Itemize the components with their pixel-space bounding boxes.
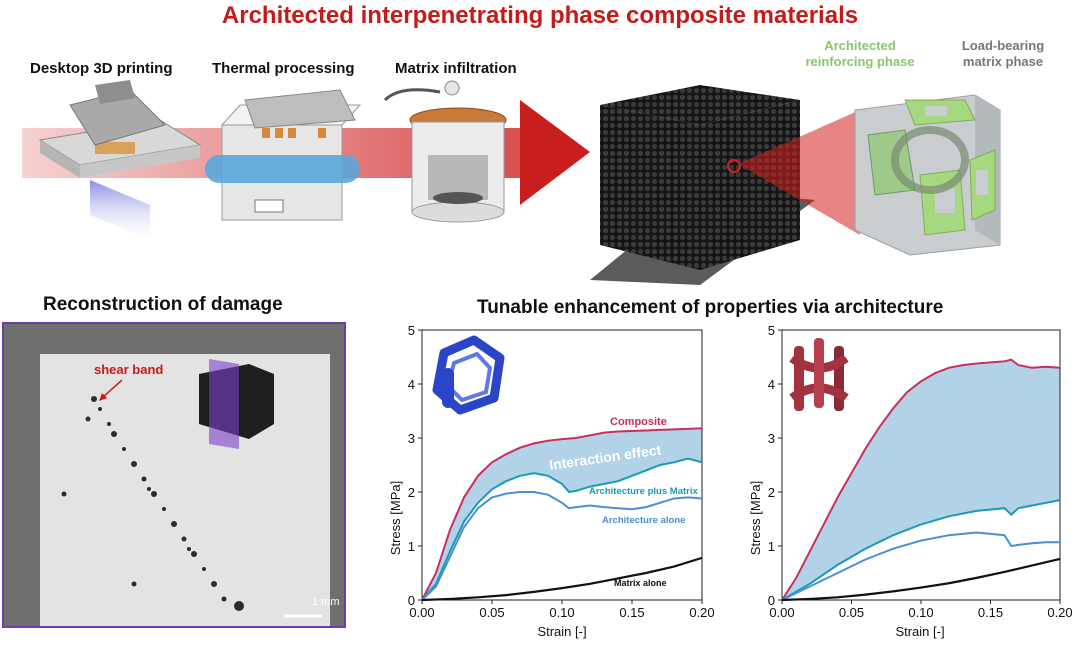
x-tick-label: 0.10 [908, 605, 933, 620]
step-label-matrix-infiltration: Matrix infiltration [395, 60, 517, 77]
legend-label-architecture-plus-matrix: Architecture plus Matrix [589, 486, 698, 497]
scale-bar-label: 1 mm [312, 596, 340, 608]
y-tick-label: 0 [408, 593, 415, 608]
y-tick-label: 5 [408, 323, 415, 338]
properties-section-title: Tunable enhancement of properties via ar… [477, 297, 944, 318]
y-tick-label: 5 [768, 323, 775, 338]
tick-labels: 0 1 2 3 4 5 0.00 0.05 0.10 0.15 0.20 [768, 323, 1073, 620]
process-arrow [520, 100, 590, 205]
lattice-cube [590, 85, 860, 285]
x-tick-label: 0.05 [839, 605, 864, 620]
y-tick-label: 4 [408, 377, 415, 392]
x-tick-label: 0.20 [689, 605, 714, 620]
main-title: Architected interpenetrating phase compo… [221, 2, 859, 29]
tick-labels: 0 1 2 3 4 5 0.00 0.05 0.10 0.15 0.20 [408, 323, 715, 620]
x-tick-label: 0.05 [479, 605, 504, 620]
interaction-effect-area [422, 428, 702, 600]
matrix-alone-line [781, 557, 1061, 602]
legend-label-architecture-alone: Architecture alone [602, 515, 685, 526]
printer-icon [38, 80, 202, 240]
y-tick-label: 2 [768, 485, 775, 500]
architecture-alone-line [421, 491, 703, 601]
chart-1-xlabel: Strain [-] [537, 624, 586, 639]
plot-axes [418, 329, 703, 604]
x-tick-label: 0.20 [1047, 605, 1072, 620]
process-illustration [22, 80, 1001, 285]
composite-line [421, 427, 703, 601]
chart-2-xlabel: Strain [-] [895, 624, 944, 639]
y-tick-label: 3 [768, 431, 775, 446]
ct-image [4, 324, 344, 626]
legend-label-composite: Composite [610, 416, 667, 428]
shear-band-arrow [99, 379, 123, 401]
damage-section-title: Reconstruction of damage [43, 294, 283, 315]
ct-reconstruction-panel [2, 322, 346, 628]
composite-line [781, 358, 1061, 601]
chart-2-ylabel: Stress [MPa] [748, 481, 763, 555]
x-tick-label: 0.10 [549, 605, 574, 620]
furnace-icon [205, 89, 362, 221]
x-tick-label: 0.15 [978, 605, 1003, 620]
label-reinforcing-phase: Architected reinforcing phase [805, 38, 915, 69]
shear-band-label: shear band [94, 362, 164, 377]
step-label-3d-printing: Desktop 3D printing [30, 60, 173, 77]
y-tick-label: 2 [408, 485, 415, 500]
interaction-effect-area [782, 359, 1060, 600]
y-tick-label: 0 [768, 593, 775, 608]
infiltration-vessel-icon [383, 80, 507, 223]
matrix-alone-line [421, 556, 703, 602]
plot-axes [778, 329, 1061, 604]
lattice-icon-red [789, 338, 849, 411]
label-matrix-phase: Load-bearing matrix phase [961, 38, 1045, 69]
architecture-plus-matrix-line [781, 499, 1061, 601]
damage-cracks [61, 396, 244, 611]
lattice-icon-blue [432, 335, 505, 415]
x-tick-label: 0.00 [409, 605, 434, 620]
chart-1-ylabel: Stress [MPa] [388, 481, 403, 555]
series-lines [421, 427, 703, 602]
y-tick-label: 3 [408, 431, 415, 446]
series-lines [781, 358, 1061, 602]
unit-cell [854, 94, 1001, 256]
y-tick-label: 1 [408, 539, 415, 554]
y-tick-label: 4 [768, 377, 775, 392]
architecture-alone-line [781, 531, 1060, 601]
step-label-thermal-processing: Thermal processing [212, 60, 355, 77]
y-tick-label: 1 [768, 539, 775, 554]
x-tick-label: 0.15 [619, 605, 644, 620]
architecture-plus-matrix-line [421, 457, 703, 601]
legend-label-matrix-alone: Matrix alone [614, 578, 667, 588]
x-tick-label: 0.00 [769, 605, 794, 620]
